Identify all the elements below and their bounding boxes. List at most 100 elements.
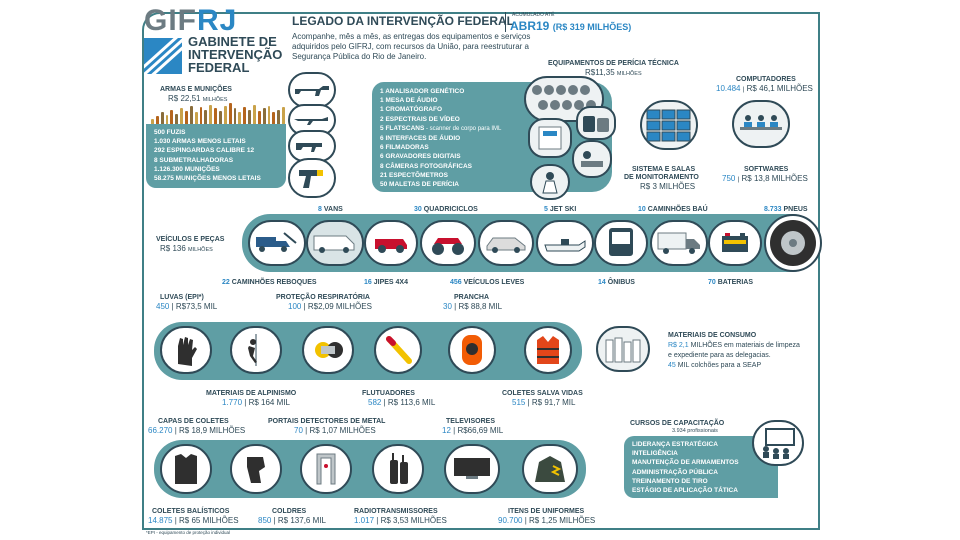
bullet-bar [155,116,159,124]
pericia-item: 5 FLATSCANS - scanner de corpo para IML [380,124,502,132]
bullet-bar [238,112,242,124]
bullet-bar [223,105,227,124]
car-icon [478,220,534,266]
bus-icon [594,220,648,266]
uniformes-value: 90.700 | R$ 1,25 MILHÕES [498,516,596,525]
prancha-title: PRANCHA [454,294,489,301]
caminhoes-bau-label: 10 CAMINHÕES BAÚ [638,206,708,213]
bullet-bar [243,107,247,124]
pericia-item: 1 ANALISADOR GENÉTICO [380,88,465,95]
armas-list: 500 FUZIS 1.030 ARMAS MENOS LETAIS 292 E… [146,124,286,188]
bullet-bar [175,113,179,124]
board-icon [448,326,496,374]
bullet-bar [282,107,285,124]
bullet-bar [272,112,276,124]
tv-icon [444,444,500,494]
bullet-bar [151,118,154,124]
period-total: ABR19 (R$ 319 MILHÕES) [510,19,632,33]
holster-icon [230,444,282,494]
vest-cover-icon [160,444,212,494]
monitoramento-value: R$ 3 MILHÕES [640,182,696,191]
life-vest-icon [524,326,572,374]
bullet-bar [277,109,281,124]
frame-right [818,12,820,530]
flutuadores-value: 582 | R$ 113,6 MIL [368,398,436,407]
bullet-bar [185,111,188,124]
pericia-title: EQUIPAMENTOS DE PERÍCIA TÉCNICA [548,60,679,67]
bullet-bar [214,108,217,124]
armas-bars [150,102,286,124]
van-icon [306,220,364,266]
title-divider [505,12,506,32]
veiculos-value: R$ 136 MILHÕES [160,244,213,253]
quadriciclos-label: 30 QUADRICICLOS [414,206,478,213]
armas-item: 1.126.300 MUNIÇÕES [154,165,220,173]
bullet-bar [199,107,203,124]
alpinismo-title: MATERIAIS DE ALPINISMO [206,390,297,397]
armas-item: 8 SUBMETRALHADORAS [154,156,234,164]
softwares-value: 750 | R$ 13,8 MILHÕES [722,174,808,183]
analyzer-icon [528,118,572,158]
radio-icon [372,444,424,494]
radios-value: 1.017 | R$ 3,53 MILHÕES [354,516,447,525]
coletes-vida-title: COLETES SALVA VIDAS [502,390,583,397]
respiratoria-value: 100 | R$2,09 MILHÕES [288,302,372,311]
respiratoria-title: PROTEÇÃO RESPIRATÓRIA [276,294,370,301]
capas-title: CAPAS DE COLETES [158,418,229,425]
pericia-item: 6 FILMADORAS [380,144,429,152]
bullet-bar [209,104,213,124]
training-class-icon [752,420,804,466]
bullet-bar [160,112,164,124]
vans-label: 8 VANS [318,206,343,213]
pericia-item: 8 CÂMERAS FOTOGRÁFICAS [380,162,472,170]
rifle-icon [288,72,336,108]
armas-item: 58.275 MUNIÇÕES MENOS LETAIS [154,175,261,183]
bullet-bar [189,105,193,124]
jeep-icon [364,220,418,266]
portais-value: 70 | R$ 1,07 MILHÕES [294,426,376,435]
reboques-label: 22 CAMINHÕES REBOQUES [222,279,317,286]
cleaning-supplies-icon [596,326,650,372]
curso-item: MANUTENÇÃO DE ARMAMENTOS [632,459,739,467]
frame-bottom [142,528,820,530]
pericia-item: 21 ESPECTÔMETROS [380,171,448,179]
capas-value: 66.270 | R$ 18,9 MILHÕES [148,426,246,435]
metal-detector-icon [300,444,352,494]
pericia-item: 1 CROMATÓGRAFO [380,106,443,114]
portais-title: PORTAIS DETECTORES DE METAL [268,418,386,425]
coletes-vida-value: 515 | R$ 91,7 MIL [512,398,576,407]
armas-item: 292 ESPINGARDAS CALIBRE 12 [154,147,255,155]
luvas-title: LUVAS (EPI*) [160,294,204,301]
curso-item: LIDERANÇA ESTRATÉGICA [632,441,718,448]
armas-title: ARMAS E MUNIÇÕES [160,86,232,93]
radios-title: RADIOTRANSMISSORES [354,508,438,515]
curso-item: INTELIGÊNCIA [632,450,678,458]
monitoramento-title-2: DE MONITORAMENTO [624,174,699,181]
cursos-subtitle: 3.934 profissionais [672,428,718,434]
quad-bike-icon [420,220,476,266]
epi-band [154,322,582,380]
org-name: GABINETE DE INTERVENÇÃO FEDERAL [188,34,283,75]
pericia-list: 1 ANALISADOR GENÉTICO 1 MESA DE ÁUDIO 1 … [372,82,520,192]
bullet-bar [165,114,169,124]
armas-value: R$ 22,51 MILHÕES [168,94,228,103]
televisores-title: TELEVISORES [446,418,496,425]
bullet-bar [267,105,271,124]
bullet-bar [194,112,198,124]
pericia-item: 1 MESA DE ÁUDIO [380,97,438,105]
forensic-expert-icon [530,164,570,200]
softwares-title: SOFTWARES [744,166,789,173]
equipamentos-band [154,440,586,498]
computers-office-icon [732,100,790,148]
footnote: *EPI - equipamento de proteção individua… [146,530,231,535]
armas-item: 1.030 ARMAS MENOS LETAIS [154,138,246,146]
tire-icon [764,214,822,272]
taser-icon [288,158,336,198]
cursos-title: CURSOS DE CAPACITAÇÃO [630,420,725,427]
floater-icon [374,326,422,374]
jetski-label: 5 JET SKI [544,206,577,213]
logo-stripes-icon [144,38,182,74]
pericia-item: 6 GRAVADORES DIGITAIS [380,153,461,161]
bullet-bar [204,109,208,124]
accumulated-label: ACUMULADO ATÉ [512,12,555,18]
